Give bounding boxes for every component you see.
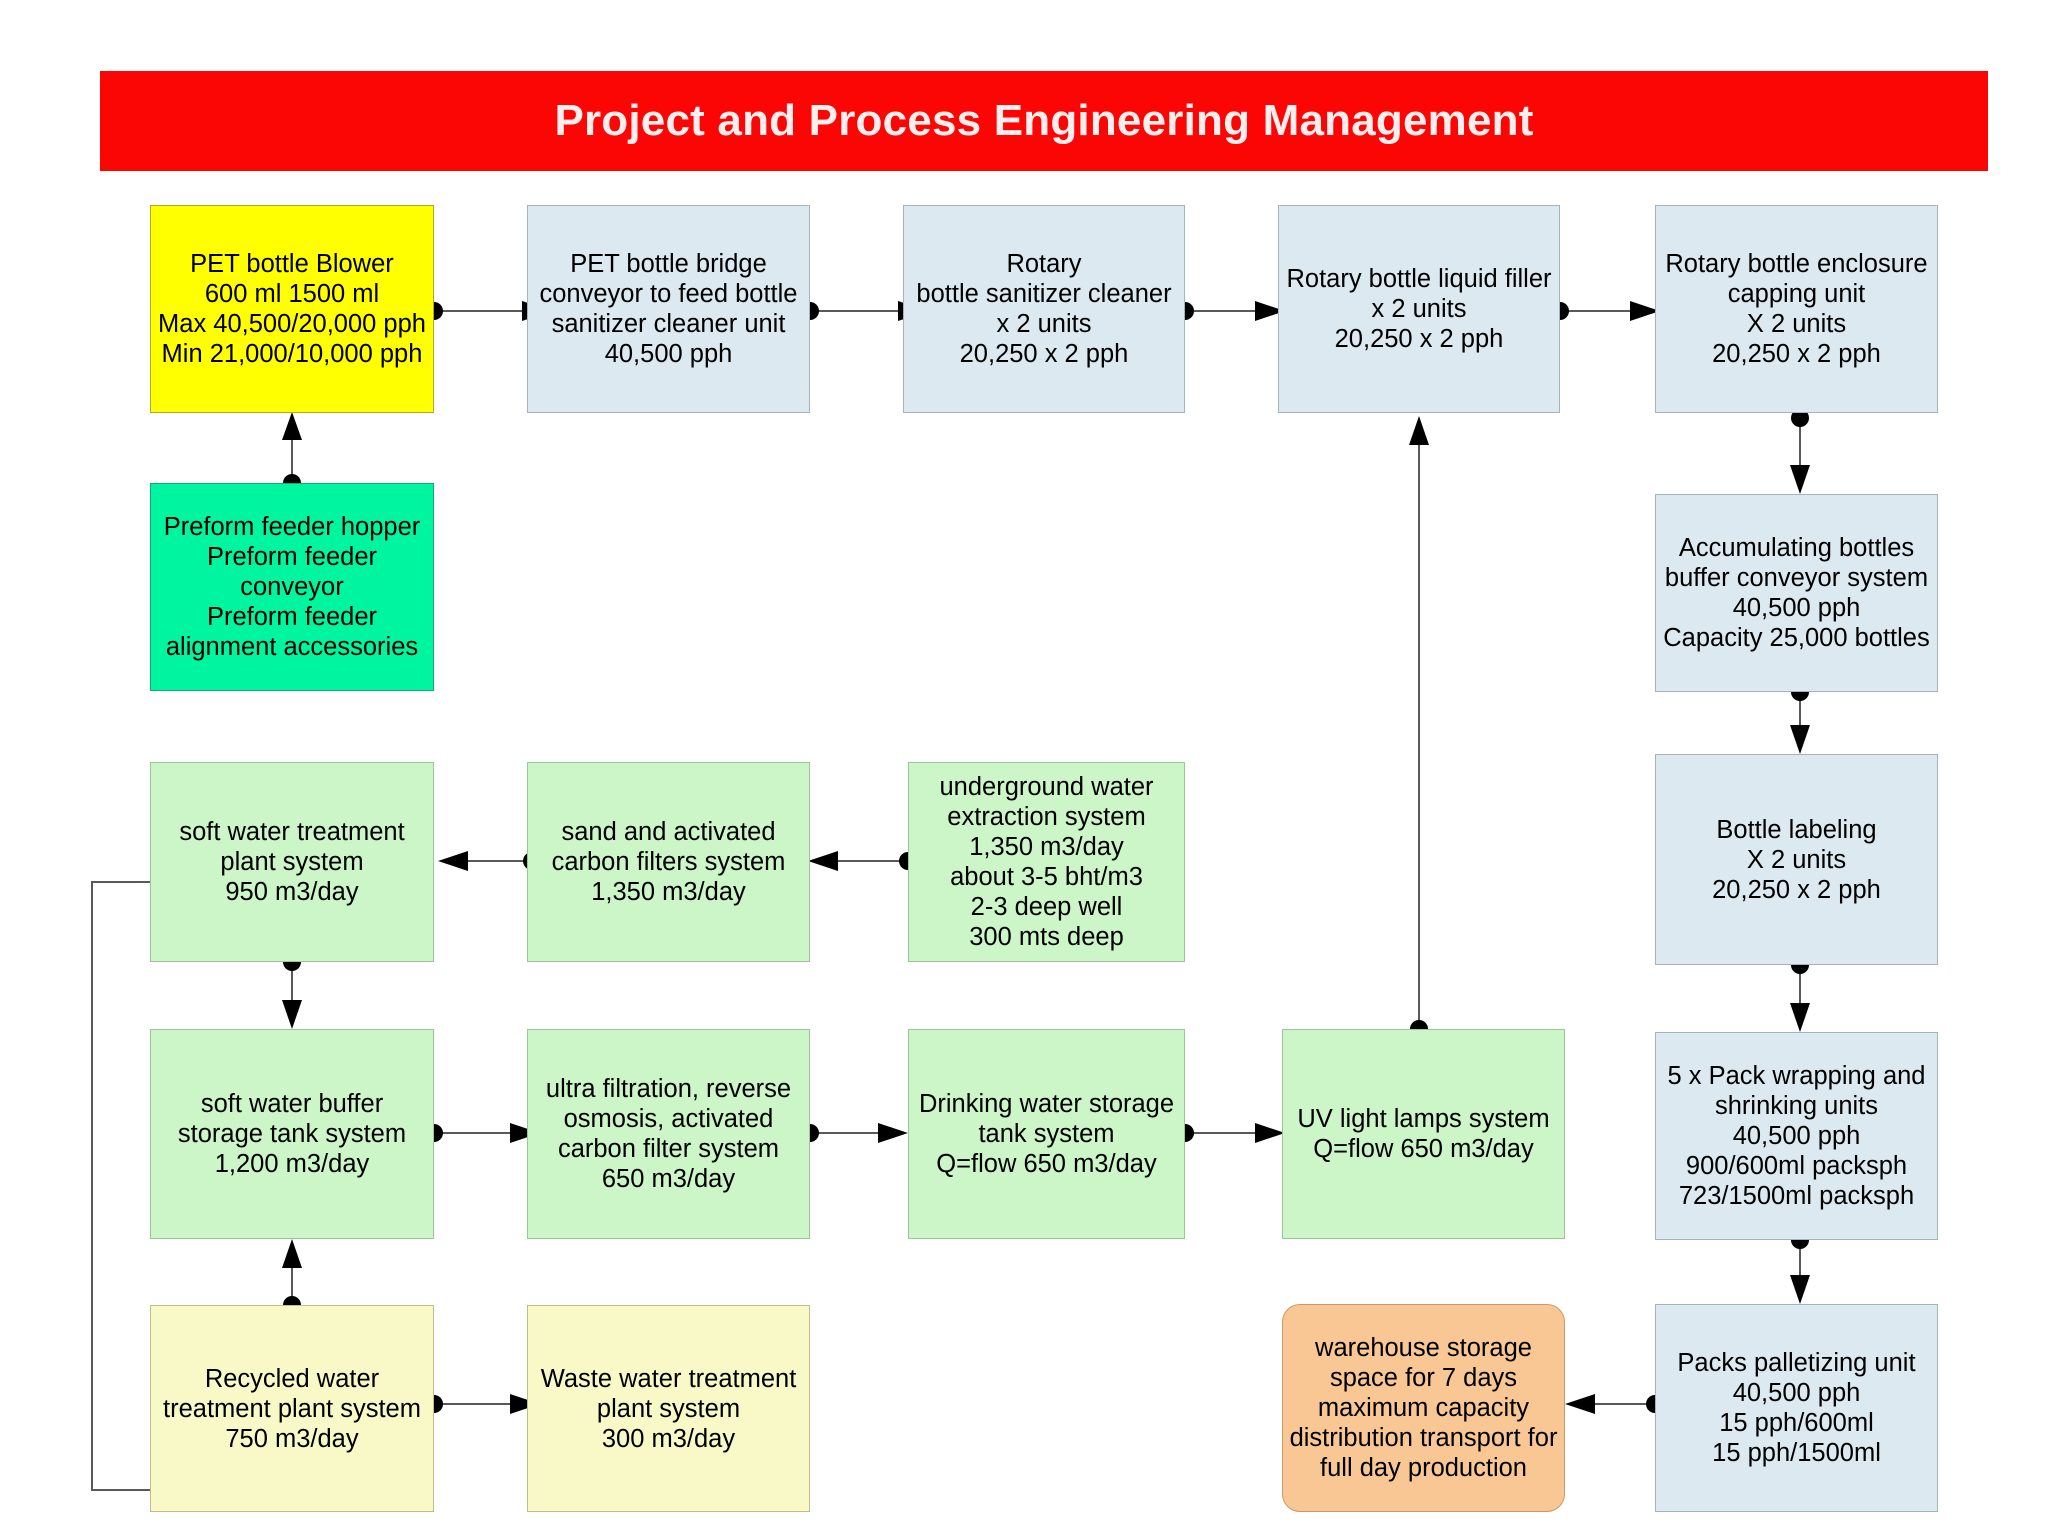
node-accumulating-bottles-label: Accumulating bottles buffer conveyor sys… [1663,534,1930,652]
edge-preform-to-blower [282,412,302,492]
node-rotary-sanitizer[interactable]: Rotary bottle sanitizer cleaner x 2 unit… [903,205,1185,413]
page-title-banner: Project and Process Engineering Manageme… [100,71,1988,171]
edge-recycled-to-buffer [282,1239,302,1314]
node-ultra-filtration[interactable]: ultra filtration, reverse osmosis, activ… [527,1029,810,1239]
node-recycled-water-label: Recycled water treatment plant system 75… [163,1364,421,1453]
edge-underground-to-sand [808,851,917,871]
edge-recycled-loop-to-softtreatment [91,881,150,1491]
node-soft-water-treatment[interactable]: soft water treatment plant system 950 m3… [150,762,434,962]
node-waste-water-label: Waste water treatment plant system 300 m… [540,1364,797,1453]
node-bottle-labeling-label: Bottle labeling X 2 units 20,250 x 2 pph [1712,815,1881,904]
edge-filler-to-capping [1551,301,1660,321]
node-drinking-water-storage-label: Drinking water storage tank system Q=flo… [918,1090,1175,1178]
node-uv-light-lamps-label: UV light lamps system Q=flow 650 m3/day [1297,1105,1550,1163]
node-pet-bridge-conveyor-label: PET bottle bridge conveyor to feed bottl… [539,250,798,368]
edge-buffer-to-ultra [425,1123,540,1143]
node-pack-wrapping[interactable]: 5 x Pack wrapping and shrinking units 40… [1655,1032,1938,1240]
node-pet-bottle-blower[interactable]: PET bottle Blower 600 ml 1500 ml Max 40,… [150,205,434,413]
node-bottle-labeling[interactable]: Bottle labeling X 2 units 20,250 x 2 pph [1655,754,1938,965]
edge-ultra-to-drinking [801,1123,908,1143]
edge-accumulating-to-labeling [1790,683,1810,754]
node-preform-feeder-label: Preform feeder hopper Preform feeder con… [163,513,421,661]
edge-labeling-to-wrapping [1790,956,1810,1032]
node-preform-feeder[interactable]: Preform feeder hopper Preform feeder con… [150,483,434,691]
node-rotary-capping-label: Rotary bottle enclosure capping unit X 2… [1665,250,1928,368]
node-packs-palletizing-label: Packs palletizing unit 40,500 pph 15 pph… [1677,1349,1916,1467]
node-waste-water[interactable]: Waste water treatment plant system 300 m… [527,1305,810,1512]
node-packs-palletizing[interactable]: Packs palletizing unit 40,500 pph 15 pph… [1655,1304,1938,1512]
node-warehouse-storage-label: warehouse storage space for 7 days maxim… [1289,1334,1558,1482]
edge-softtreatment-to-buffer [282,953,302,1029]
node-rotary-sanitizer-label: Rotary bottle sanitizer cleaner x 2 unit… [916,250,1172,368]
node-warehouse-storage[interactable]: warehouse storage space for 7 days maxim… [1282,1304,1565,1512]
edge-palletizing-to-warehouse [1565,1394,1664,1414]
node-accumulating-bottles[interactable]: Accumulating bottles buffer conveyor sys… [1655,494,1938,692]
node-pet-bridge-conveyor[interactable]: PET bottle bridge conveyor to feed bottl… [527,205,810,413]
node-rotary-capping[interactable]: Rotary bottle enclosure capping unit X 2… [1655,205,1938,413]
page-title: Project and Process Engineering Manageme… [554,96,1534,145]
edge-sand-to-softtreatment [438,851,541,871]
node-rotary-liquid-filler[interactable]: Rotary bottle liquid filler x 2 units 20… [1278,205,1560,413]
node-rotary-liquid-filler-label: Rotary bottle liquid filler x 2 units 20… [1286,265,1552,353]
node-pet-bottle-blower-label: PET bottle Blower 600 ml 1500 ml Max 40,… [158,250,426,368]
node-soft-water-buffer-label: soft water buffer storage tank system 1,… [177,1090,407,1178]
edge-recycled-to-waste [425,1394,540,1414]
edge-sanitizer-to-filler [1176,301,1285,321]
edge-drinking-to-uv [1176,1123,1285,1143]
node-underground-water[interactable]: underground water extraction system 1,35… [908,762,1185,962]
edge-wrapping-to-palletizing [1790,1231,1810,1304]
node-pack-wrapping-label: 5 x Pack wrapping and shrinking units 40… [1667,1062,1926,1210]
node-drinking-water-storage[interactable]: Drinking water storage tank system Q=flo… [908,1029,1185,1239]
node-sand-carbon-filters-label: sand and activated carbon filters system… [551,818,786,906]
node-ultra-filtration-label: ultra filtration, reverse osmosis, activ… [545,1075,792,1193]
edge-uv-to-filler [1409,416,1429,1038]
node-recycled-water[interactable]: Recycled water treatment plant system 75… [150,1305,434,1512]
edge-capping-to-accumulating [1790,409,1810,494]
node-soft-water-buffer[interactable]: soft water buffer storage tank system 1,… [150,1029,434,1239]
node-uv-light-lamps[interactable]: UV light lamps system Q=flow 650 m3/day [1282,1029,1565,1239]
node-soft-water-treatment-label: soft water treatment plant system 950 m3… [179,818,405,906]
node-sand-carbon-filters[interactable]: sand and activated carbon filters system… [527,762,810,962]
node-underground-water-label: underground water extraction system 1,35… [939,773,1154,951]
